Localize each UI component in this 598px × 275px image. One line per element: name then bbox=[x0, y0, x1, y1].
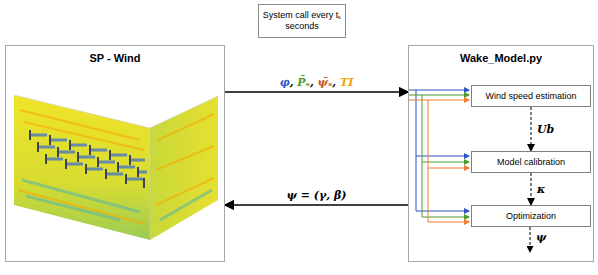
box-label: Model calibration bbox=[497, 157, 565, 167]
edge-label: Ub bbox=[536, 123, 555, 136]
green-feed bbox=[408, 95, 469, 217]
feed-line bbox=[422, 95, 469, 217]
feed-line bbox=[408, 100, 469, 101]
box-label: Wind speed estimation bbox=[485, 91, 576, 101]
feed-line bbox=[408, 90, 469, 91]
domain-edge bbox=[14, 95, 218, 240]
blue-feed bbox=[408, 90, 469, 211]
model-panel: Wake_Model.pyWind speed estimationModel … bbox=[408, 45, 594, 262]
turbine bbox=[30, 130, 144, 188]
feed-line bbox=[416, 156, 469, 157]
edge-label: κ bbox=[536, 183, 546, 196]
process-box: Model calibration bbox=[471, 151, 591, 173]
simulator-panel: SP - Wind bbox=[5, 45, 225, 262]
data-arrow bbox=[225, 204, 408, 205]
flow-streak bbox=[22, 180, 212, 220]
dashed-arrow bbox=[531, 107, 532, 151]
edge-label: φ, P̄ₛ, ψ̄ₛ, TI bbox=[279, 76, 355, 89]
output-arrow bbox=[530, 227, 531, 252]
dashed-arrow bbox=[531, 173, 532, 205]
feed-line bbox=[416, 90, 469, 211]
box-label: Optimization bbox=[506, 211, 556, 221]
panel-heading: Wake_Model.py bbox=[409, 52, 593, 64]
box-label: System call every tₛ seconds bbox=[262, 10, 342, 32]
feed-line bbox=[422, 162, 469, 163]
process-box: Wind speed estimation bbox=[471, 85, 591, 107]
trigger-box: System call every tₛ seconds bbox=[258, 4, 346, 38]
flow-streak bbox=[18, 110, 214, 224]
process-box: Optimization bbox=[471, 205, 591, 227]
output-label: ψ bbox=[535, 231, 547, 244]
feed-line bbox=[428, 100, 469, 222]
feed-line bbox=[408, 95, 469, 96]
feed-line bbox=[428, 168, 469, 169]
edge-label: ψ = (γ, β) bbox=[286, 189, 348, 202]
panel-heading: SP - Wind bbox=[6, 52, 224, 64]
orange-feed bbox=[408, 100, 469, 222]
data-arrow bbox=[225, 91, 408, 92]
domain-left-face bbox=[14, 95, 150, 240]
